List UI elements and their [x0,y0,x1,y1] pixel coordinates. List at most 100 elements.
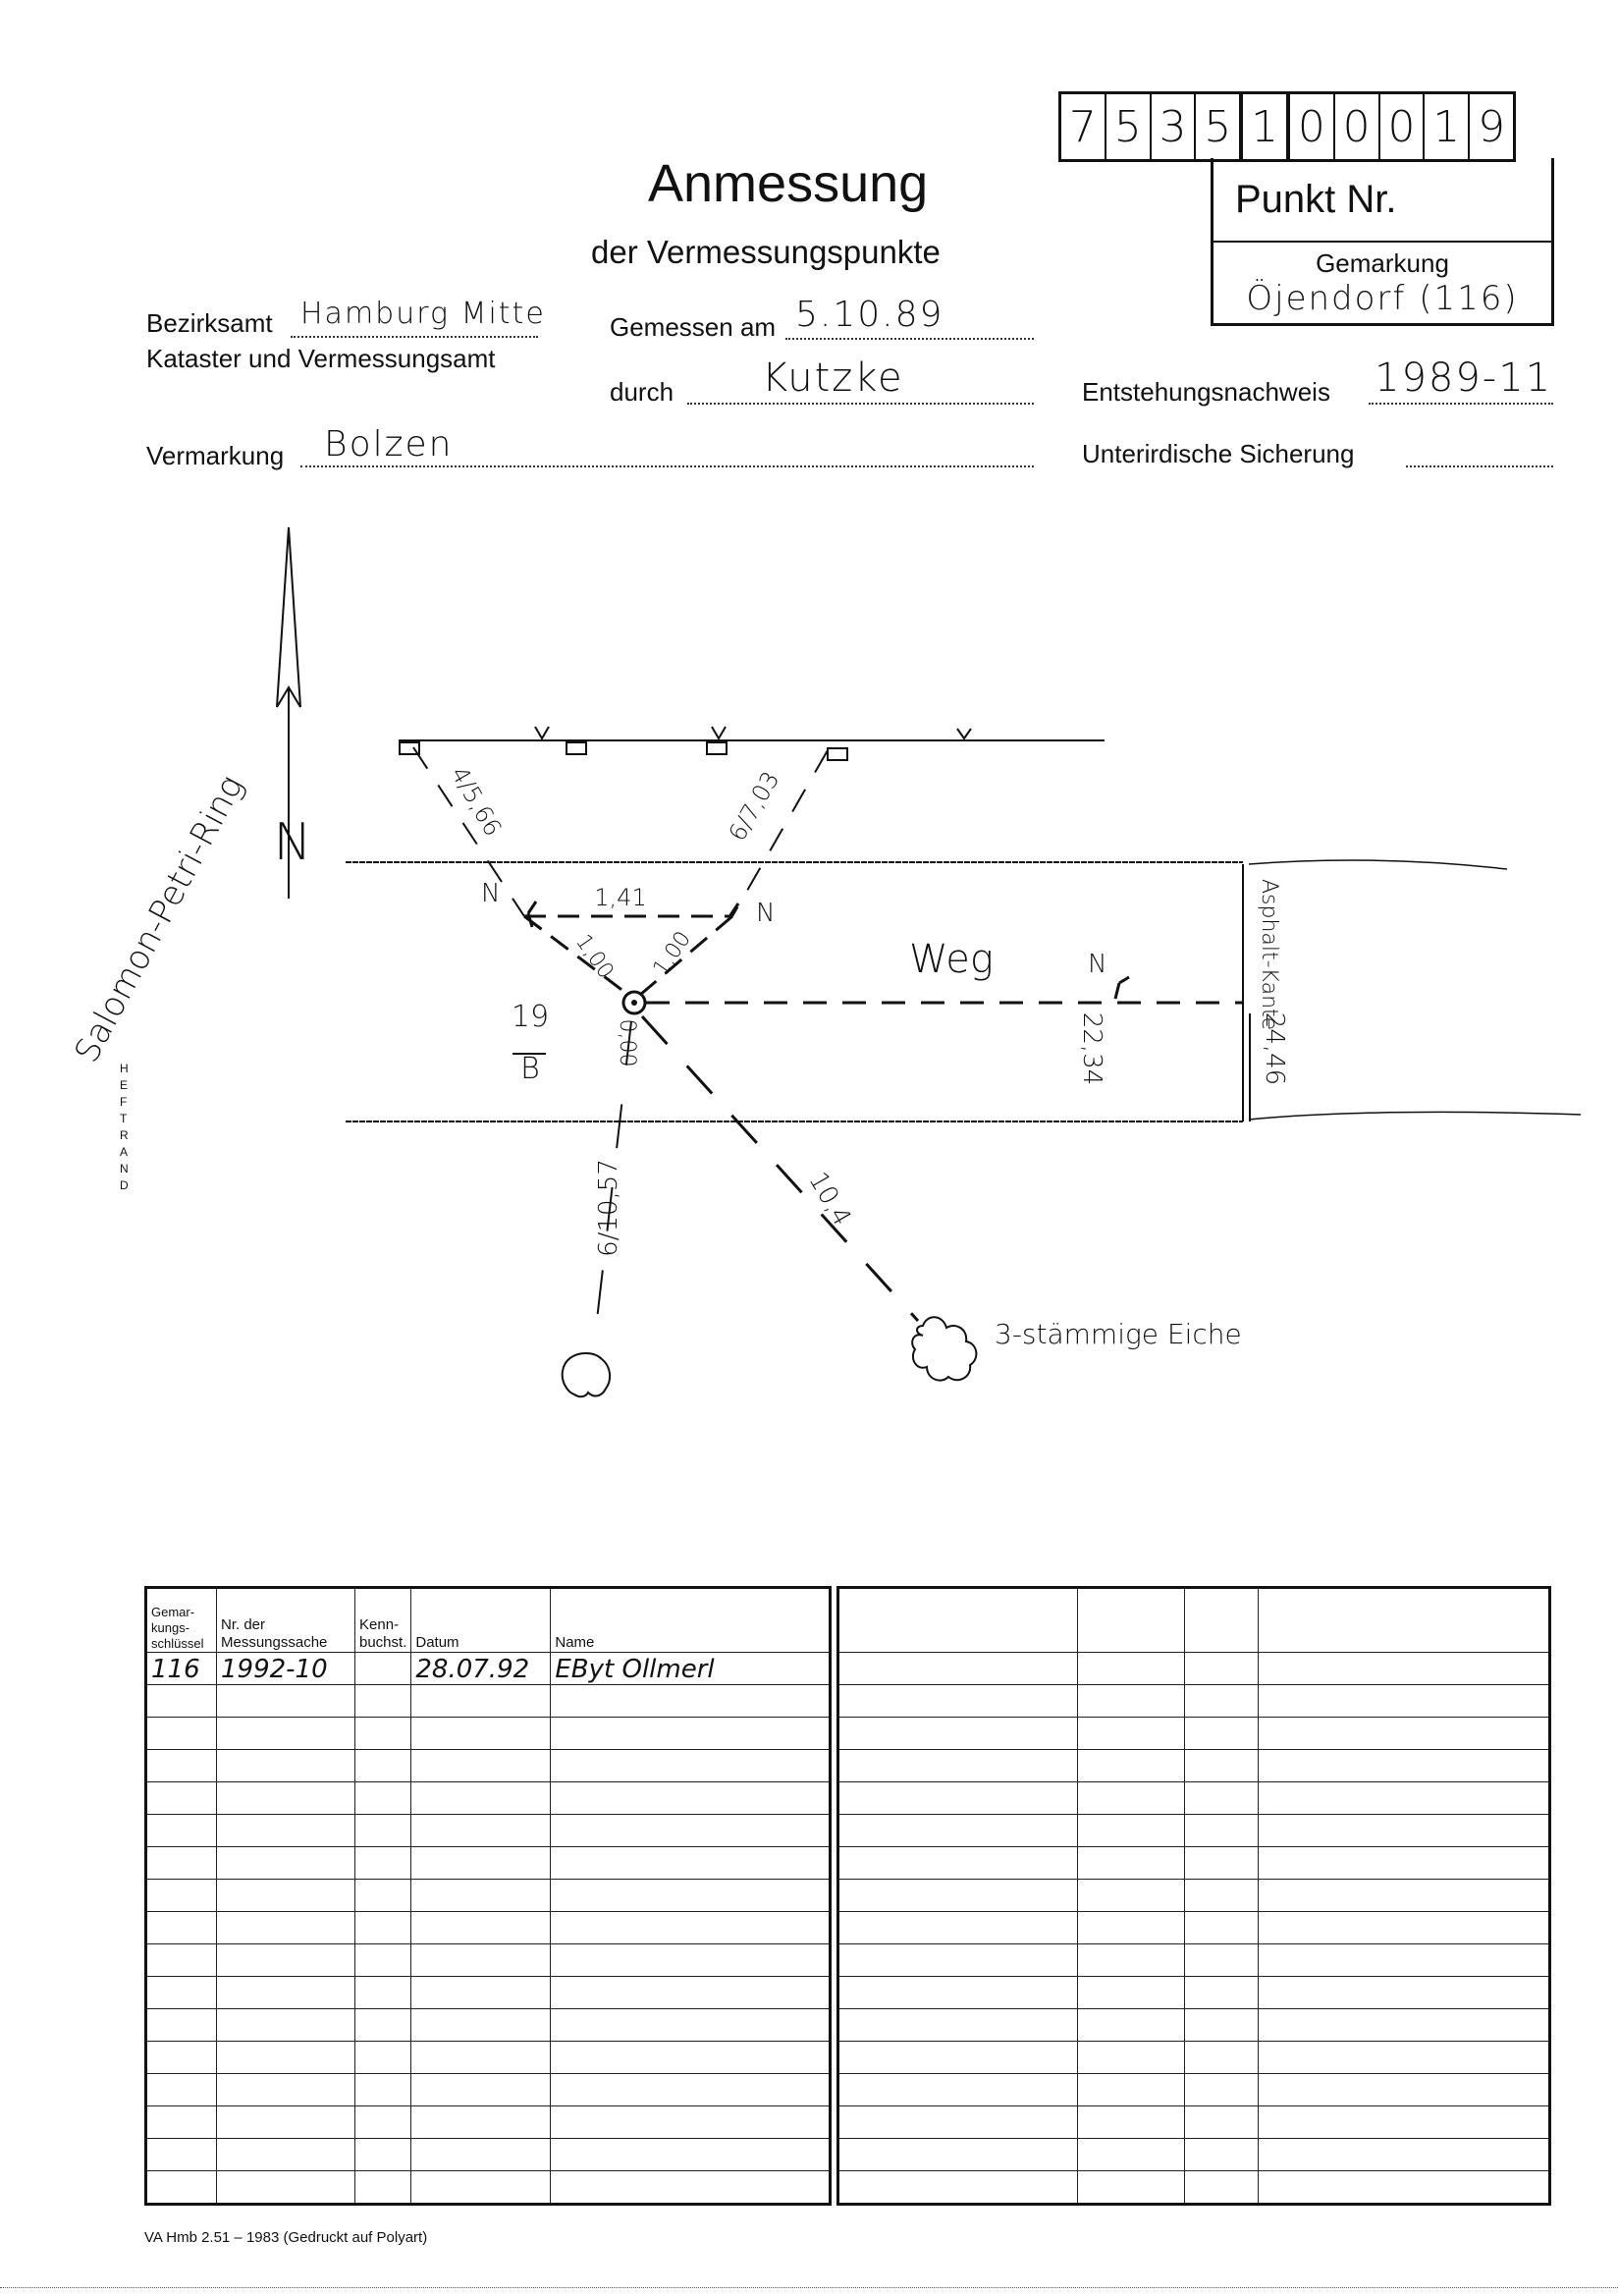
table-cell [1184,1684,1259,1718]
table-cell [1077,2138,1185,2171]
table-cell [145,1943,217,1977]
table-row [145,2138,831,2171]
table-row [837,1814,1550,1847]
punkt-digit: 9 [1478,101,1506,152]
north-label: N [274,813,312,872]
table-cell [145,2008,217,2042]
street-name: Salomon-Petri-Ring [67,769,251,1068]
table-cell [550,2105,831,2139]
gemarkung-value: Öjendorf (116) [1246,279,1519,318]
table-cell [1077,1879,1185,1912]
vermarkung-label: Vermarkung [146,441,285,470]
n-marker-road: N [1088,950,1106,979]
table-row [837,1652,1550,1685]
table-cell [1077,2170,1185,2205]
punkt-label: Punkt Nr. [1214,158,1551,243]
table-row [145,2008,831,2042]
measure-line-left-top [412,746,525,917]
table-cell [1184,1943,1259,1977]
table-row [837,2105,1550,2139]
table-cell [837,1911,1078,1944]
cell-schluessel: 116 [145,1652,217,1685]
marker-tick-icon [526,901,1130,1000]
table-cell [1077,1943,1185,1977]
table-cell [1184,2105,1259,2139]
col-kenn: Kenn- buchst. [353,1587,412,1653]
table-cell [837,1943,1078,1977]
table-cell [550,1879,831,1912]
punkt-digit: 5 [1196,94,1244,159]
table-cell [353,1684,412,1718]
table-cell [1184,1879,1259,1912]
table-cell [1184,1814,1259,1847]
table-cell [837,1749,1078,1782]
table-cell [1258,2008,1550,2042]
measure-right-side: 1,00 [648,927,696,980]
table-cell [145,2138,217,2171]
register-table: Gemar- kungs- schlüssel Nr. der Messungs… [144,1586,832,2206]
table-cell [550,2170,831,2205]
table-cell [1258,2041,1550,2074]
measure-left-top: 4/5,66 [446,762,508,842]
table-cell [1258,2138,1550,2171]
table-cell [837,2041,1078,2074]
table-row [837,1911,1550,1944]
table-row [145,1911,831,1944]
table-cell [1077,1717,1185,1750]
table-cell [1077,2008,1185,2042]
table-cell [145,1814,217,1847]
table-row [837,2008,1550,2042]
table-cell [216,1814,355,1847]
table-row [837,1781,1550,1815]
table-cell [837,2105,1078,2139]
table-cell [353,2138,412,2171]
punkt-digit: 0 [1290,94,1335,159]
table-row [145,2170,831,2205]
table-row [837,1879,1550,1912]
table-cell [550,2138,831,2171]
table-cell [410,1911,552,1944]
table-cell [1258,1976,1550,2009]
n-marker-left: N [481,879,500,908]
cell-datum: 28.07.92 [410,1652,552,1685]
measure-down: 6/10,57 [594,1159,623,1257]
table-cell [1184,2073,1259,2106]
cell-name: EByt Ollmerl [550,1652,831,1685]
triangle-left [523,914,629,997]
measure-line-right-top [731,749,829,917]
table-cell [1184,2008,1259,2042]
table-cell [1077,1814,1185,1847]
col-name: Name [550,1587,831,1653]
table-cell [1258,2105,1550,2139]
table-row [145,2073,831,2106]
unterirdisch-label: Unterirdische Sicherung [1082,439,1355,468]
measure-line-down [593,1020,632,1346]
n-marker-right: N [756,899,775,928]
table-cell [410,2041,552,2074]
table-cell [410,1976,552,2009]
table-cell [216,1879,355,1912]
form-footer-note: VA Hmb 2.51 – 1983 (Gedruckt auf Polyart… [144,2229,428,2246]
table-cell [216,2105,355,2139]
table-cell [216,1684,355,1718]
road-edge-bottom-ext [1248,1111,1582,1121]
vermarkung-value: Bolzen [324,424,454,465]
cell-kenn [353,1652,412,1685]
table-cell [216,1911,355,1944]
table-cell [410,1749,552,1782]
table-cell [145,1879,217,1912]
table-cell [353,2105,412,2139]
table-cell [410,2138,552,2171]
table-cell [1184,1717,1259,1750]
table-cell [353,1781,412,1815]
punkt-digit: 0 [1380,94,1426,159]
table-cell [216,2073,355,2106]
table-cell [410,1814,552,1847]
table-cell [216,2008,355,2042]
table-cell [1184,1749,1259,1782]
table-row [145,1879,831,1912]
table-cell [837,1976,1078,2009]
oak-tree-icon [911,1316,978,1382]
entstehung-value: 1989-11 [1375,355,1553,401]
